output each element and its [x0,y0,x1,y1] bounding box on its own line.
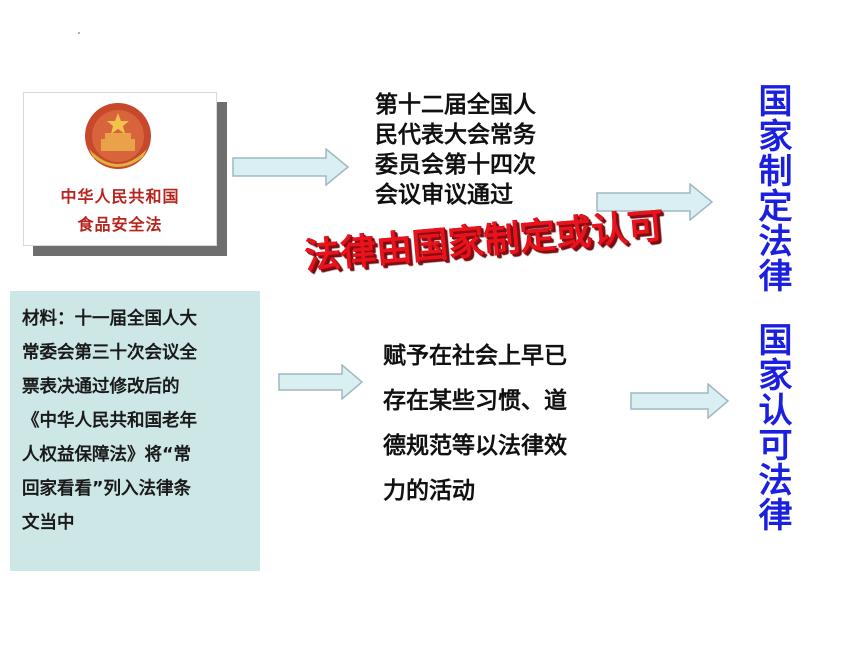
material-line: 《中华人民共和国老年 [22,411,197,431]
bottom-description-line: 德规范等以法律效 [383,433,567,459]
label-state-recognizes-law: 国家认可法律 [752,322,792,532]
arrow-right-icon [232,148,350,186]
national-emblem-icon [85,103,151,169]
material-line: 人权益保障法》将“常 [22,445,192,465]
bottom-description-line: 赋予在社会上早已 [383,343,567,369]
material-line: 文当中 [22,513,75,533]
top-description-line: 会议审议通过 [375,182,513,208]
material-line: 材料：十一届全国人大 [22,309,197,329]
top-description-line: 委员会第十四次 [375,152,536,178]
seal-title-line2: 食品安全法 [77,215,163,234]
arrow-right-icon [630,383,730,419]
arrow-right-icon [278,364,364,400]
material-line: 票表决通过修改后的 [22,377,180,397]
seal-title-line1: 中华人民共和国 [60,187,180,206]
arrow-right-icon [596,183,714,221]
bottom-description-line: 存在某些习惯、道 [383,388,567,414]
material-box: 材料：十一届全国人大 常委会第三十次会议全 票表决通过修改后的 《中华人民共和国… [10,291,260,571]
top-description-line: 第十二届全国人 [375,92,536,118]
material-line: 回家看看”列入法律条 [22,479,192,499]
decorative-dot [78,32,80,34]
label-state-enacts-law: 国家制定法律 [752,83,792,293]
top-description: 第十二届全国人 民代表大会常务 委员会第十四次 会议审议通过 [375,90,590,210]
bottom-description-line: 力的活动 [383,478,475,504]
top-description-line: 民代表大会常务 [375,122,536,148]
bottom-description: 赋予在社会上早已 存在某些习惯、道 德规范等以法律效 力的活动 [383,334,623,514]
food-safety-law-cover: 中华人民共和国 食品安全法 [23,92,217,246]
material-line: 常委会第三十次会议全 [22,343,197,363]
